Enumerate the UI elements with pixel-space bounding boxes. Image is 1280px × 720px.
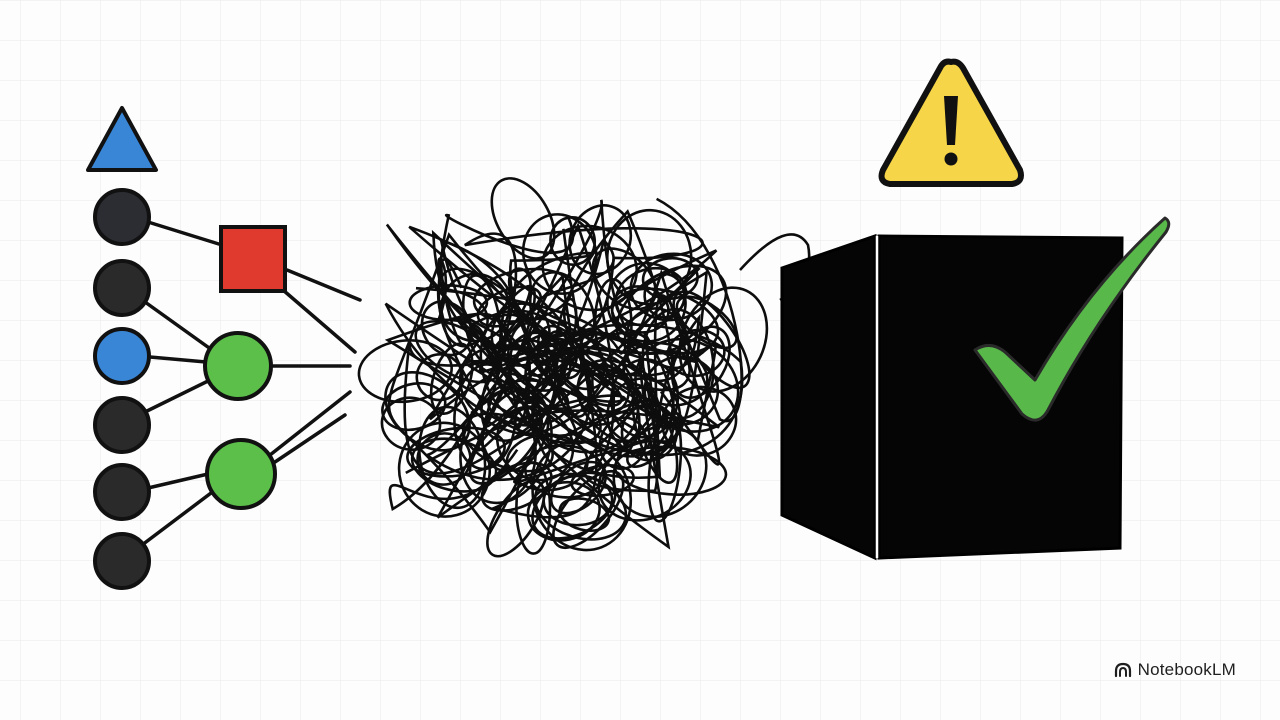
scribble-stroke	[384, 209, 744, 458]
scribble-stroke	[388, 226, 721, 511]
notebooklm-logo-icon	[1114, 662, 1131, 678]
blue-triangle-node	[86, 106, 158, 172]
scribble-loop	[660, 385, 738, 457]
black-box	[780, 233, 1124, 561]
input-node-3-blue	[93, 327, 151, 385]
hidden-layer	[203, 225, 287, 510]
scribble-tangle	[357, 177, 811, 558]
input-node-2	[93, 259, 151, 317]
scribble-loop	[531, 471, 617, 540]
scribble-loop	[552, 470, 625, 549]
input-node-5	[93, 463, 151, 521]
scribble-loop	[678, 286, 769, 393]
red-square-node	[219, 225, 287, 293]
green-node-1	[203, 331, 273, 401]
input-node-4	[93, 396, 151, 454]
notebooklm-watermark: NotebookLM	[1114, 660, 1236, 680]
watermark-brand-text: NotebookLM	[1137, 660, 1236, 679]
network-edges	[140, 220, 362, 547]
scribble-loop	[521, 213, 598, 295]
input-node-1	[93, 188, 151, 246]
green-node-2	[205, 438, 277, 510]
scribble-loop	[670, 325, 731, 399]
input-node-6	[93, 532, 151, 590]
scribble-loop	[631, 386, 679, 484]
scribble-stroke	[403, 197, 743, 479]
scribble-loop	[495, 405, 575, 482]
scribble-loop	[380, 396, 442, 451]
scribble-loop	[397, 421, 492, 518]
scribble-loop	[641, 256, 699, 301]
warning-triangle-icon	[878, 58, 1024, 187]
input-layer	[86, 106, 158, 590]
checkmark-icon	[973, 216, 1171, 422]
scribble-loop	[643, 355, 720, 426]
